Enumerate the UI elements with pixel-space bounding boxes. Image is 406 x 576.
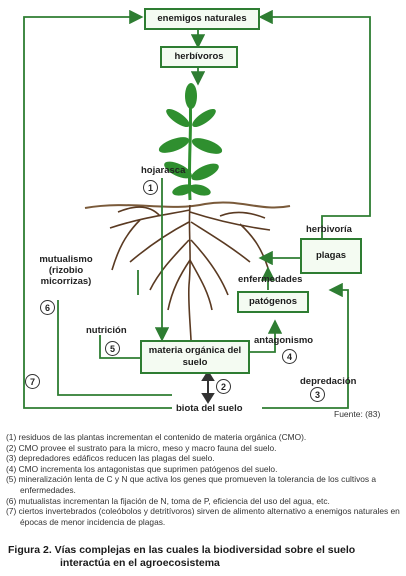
diagram-canvas bbox=[23, 9, 371, 409]
mutualismo-line-3: micorrizas) bbox=[40, 276, 92, 287]
label-enfermedades: enfermedades bbox=[238, 274, 303, 285]
connectors bbox=[23, 9, 371, 409]
number-1: 1 bbox=[143, 180, 158, 195]
label-mutualismo: mutualismo (rizobio micorrizas) bbox=[36, 254, 96, 287]
number-2: 2 bbox=[216, 379, 231, 394]
materia-line-2: suelo bbox=[182, 357, 208, 368]
box-materia-organica: materia orgánica del suelo bbox=[140, 340, 250, 374]
label-nutricion: nutrición bbox=[86, 325, 127, 336]
number-5: 5 bbox=[105, 341, 120, 356]
label-herbivoria: herbivoría bbox=[306, 224, 352, 235]
label-depredacion: depredación bbox=[300, 376, 357, 387]
label-biota-suelo: biota del suelo bbox=[176, 403, 243, 414]
caption-line-2: interactúa en el agroecosistema bbox=[60, 556, 220, 569]
box-plagas: plagas bbox=[300, 238, 362, 274]
note-item: (5) mineralización lenta de C y N que ac… bbox=[6, 474, 377, 495]
note-item: (4) CMO incrementa los antagonistas que … bbox=[6, 463, 278, 474]
label-hojarasca: hojarasca bbox=[141, 165, 186, 176]
soil-line bbox=[84, 201, 291, 209]
number-3: 3 bbox=[310, 387, 325, 402]
number-4: 4 bbox=[282, 349, 297, 364]
note-item: (2) CMO provee el sustrato para la micro… bbox=[6, 442, 277, 453]
number-7: 7 bbox=[25, 374, 40, 389]
note-item: (6) mutualistas incrementan la fijación … bbox=[6, 495, 330, 506]
materia-line-1: materia orgánica del bbox=[148, 345, 242, 356]
diagram: enemigos naturales herbívoros plagas pat… bbox=[23, 8, 371, 414]
box-patogenos: patógenos bbox=[237, 291, 309, 313]
plant-stem bbox=[187, 94, 193, 201]
plant-roots bbox=[109, 204, 271, 341]
note-item: (1) residuos de las plantas incrementan … bbox=[6, 432, 307, 442]
label-antagonismo: antagonismo bbox=[254, 335, 314, 346]
note-item: (7) ciertos invertebrados (coleóbolos y … bbox=[6, 506, 400, 527]
notes-list: (1) residuos de las plantas incrementan … bbox=[6, 432, 400, 527]
box-enemigos-naturales: enemigos naturales bbox=[144, 8, 260, 30]
number-6: 6 bbox=[40, 300, 55, 315]
caption-line-1: Figura 2. Vías complejas en las cuales l… bbox=[8, 544, 356, 556]
biota-double-arrow bbox=[201, 370, 215, 404]
source-citation: Fuente: (83) bbox=[334, 409, 381, 419]
mutualismo-line-2: (rizobio bbox=[48, 265, 84, 276]
mutualismo-line-1: mutualismo bbox=[39, 254, 93, 265]
box-herbivoros: herbívoros bbox=[160, 46, 238, 68]
note-item: (3) depredadores edáficos reducen las pl… bbox=[6, 453, 215, 464]
plant-leaves bbox=[158, 83, 223, 196]
figure-caption: Figura 2. Vías complejas en las cuales l… bbox=[8, 544, 398, 569]
